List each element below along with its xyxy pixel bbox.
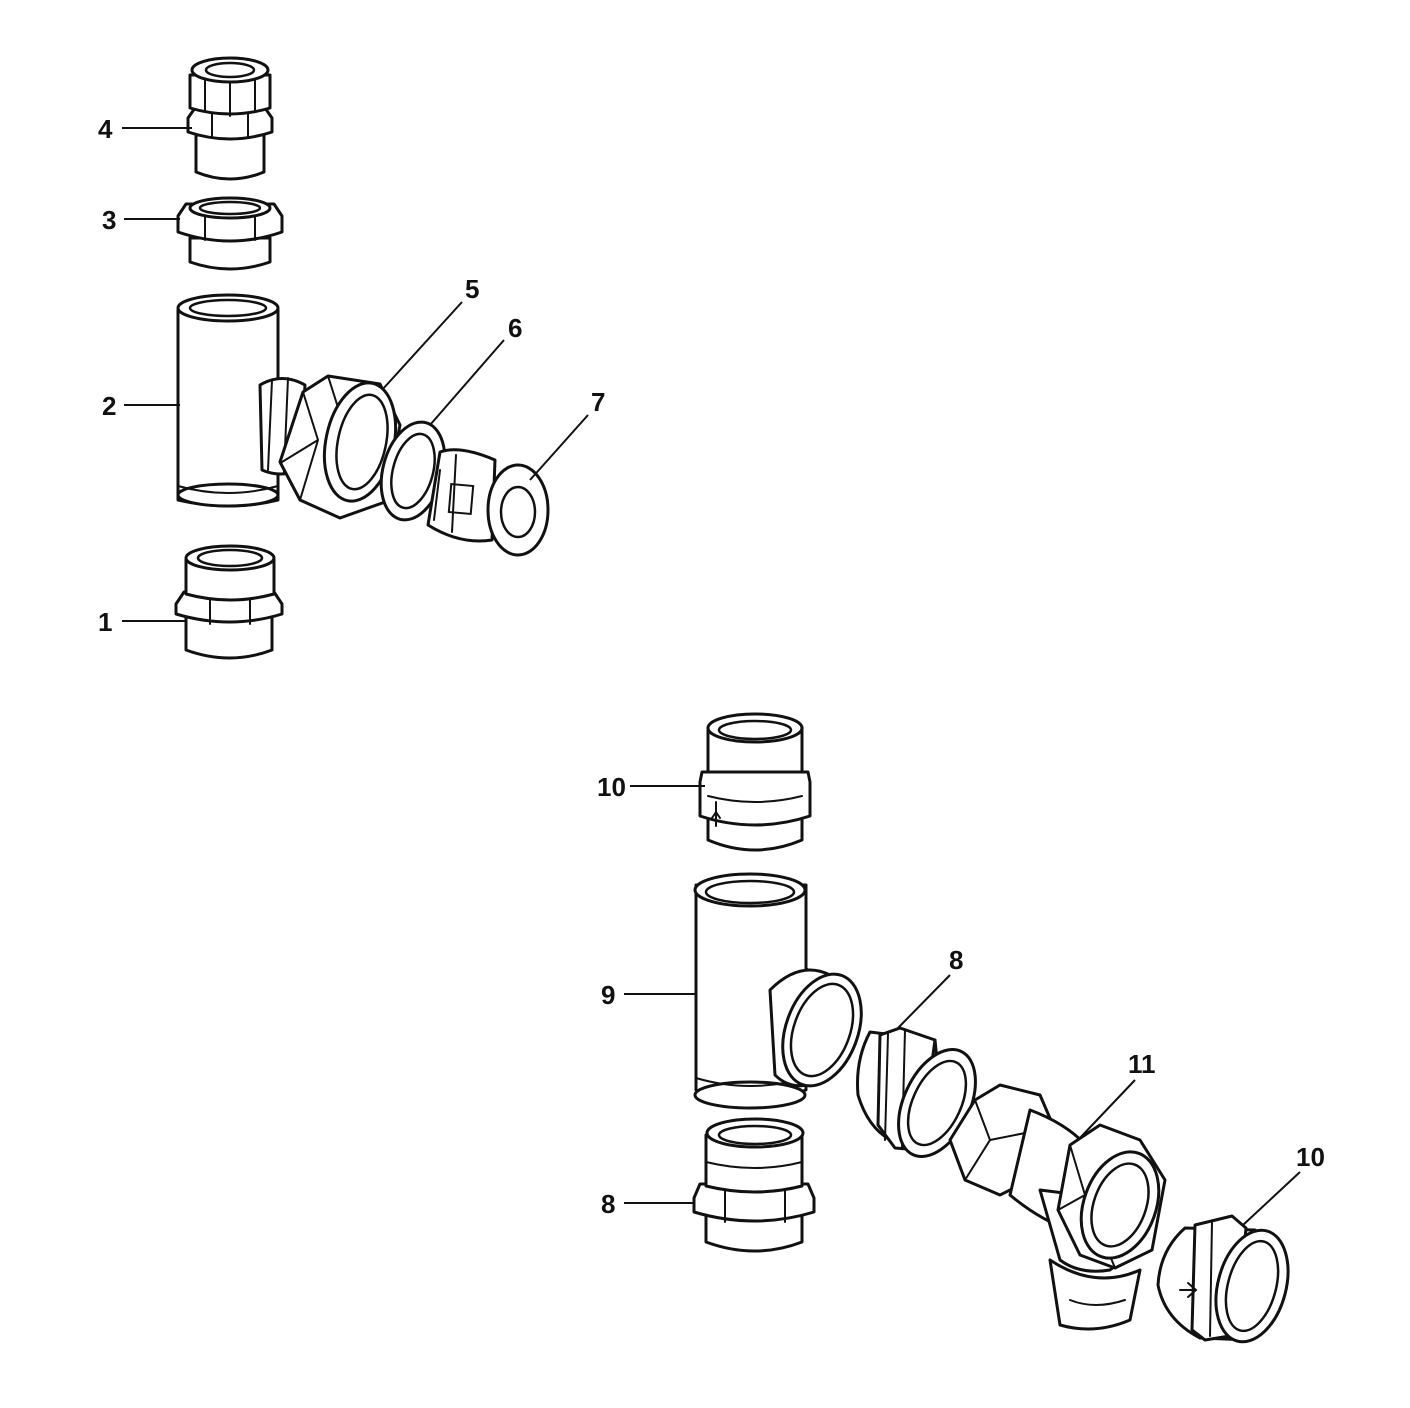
leader-10b	[1242, 1171, 1301, 1226]
part-10-push-fit-connector-right	[1156, 1214, 1290, 1344]
callout-3: 3	[102, 205, 116, 235]
leader-7	[529, 414, 589, 481]
leader-11	[1077, 1079, 1136, 1141]
callout-7: 7	[591, 387, 605, 417]
callout-6: 6	[508, 313, 522, 343]
callout-1: 1	[98, 607, 112, 637]
part-7-tailpiece	[426, 448, 550, 557]
callout-5: 5	[465, 274, 479, 304]
part-9-large-tee	[693, 872, 863, 1110]
callout-2: 2	[102, 391, 116, 421]
part-6-sealing-washer	[379, 420, 447, 522]
callout-10-right: 10	[1296, 1142, 1325, 1172]
callout-labels: 4 3 2 1 5 6 7 10 9 8 8 11 10	[98, 114, 1325, 1219]
part-1-hex-nipple	[174, 544, 284, 660]
leader-8b	[897, 974, 951, 1029]
leader-6	[429, 339, 505, 426]
callout-8-lower: 8	[601, 1189, 615, 1219]
part-11-y-strainer	[948, 1083, 1167, 1331]
part-3-hex-bushing	[176, 196, 284, 271]
callout-4: 4	[98, 114, 113, 144]
callout-10-upper: 10	[597, 772, 626, 802]
callout-9: 9	[601, 980, 615, 1010]
leader-lines	[122, 127, 1301, 1226]
callout-8-right: 8	[949, 945, 963, 975]
leader-5	[381, 301, 463, 391]
part-8-hex-nipple-lower	[692, 1117, 816, 1253]
part-5-union-nut	[278, 374, 402, 520]
part-10-push-fit-connector-upper	[698, 712, 812, 852]
callout-11: 11	[1128, 1049, 1156, 1079]
part-4-compression-adapter	[186, 56, 274, 181]
